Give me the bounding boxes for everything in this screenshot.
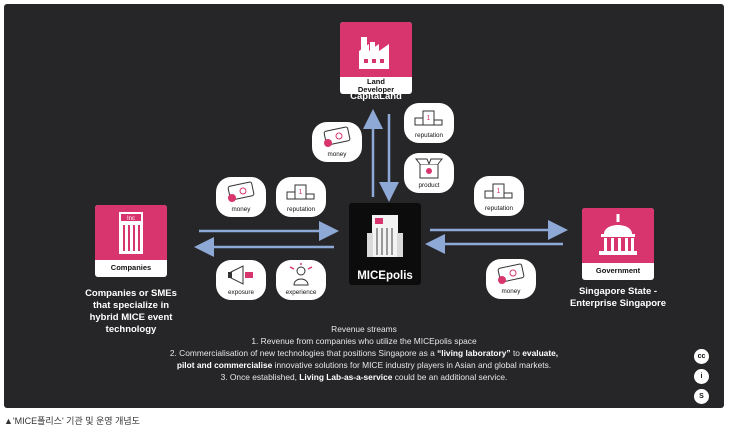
revenue-streams: Revenue streams 1. Revenue from companie… — [4, 323, 724, 383]
money-icon — [323, 126, 351, 147]
flow-top-money-label: money — [327, 151, 347, 158]
product-box-icon — [414, 158, 444, 179]
revenue-item-2b: pilot and commercialise innovative solut… — [176, 360, 552, 370]
megaphone-icon — [228, 265, 253, 285]
companies-caption-line2: that specialize in — [92, 300, 170, 311]
flow-left-money: money — [216, 177, 266, 217]
government-box: Government — [582, 208, 654, 280]
government-caption-line2: Enterprise Singapore — [569, 298, 667, 309]
revenue-item-2a: 2. Commercialisation of new technologies… — [169, 348, 559, 358]
revenue-item-1: 1. Revenue from companies who utilize th… — [251, 336, 477, 346]
companies-box: Inc Companies — [95, 205, 167, 277]
flow-top-reputation: 1 reputation — [404, 103, 454, 143]
land-developer-caption: CapitaLand — [350, 91, 402, 102]
flow-left-exposure-label: exposure — [228, 289, 254, 296]
flow-top-product: product — [404, 153, 454, 193]
flow-top-reputation-label: reputation — [414, 132, 443, 139]
flow-left-reputation: 1 reputation — [276, 177, 326, 217]
land-developer-label-line1: Land — [367, 77, 385, 86]
companies-caption-line1: Companies or SMEs — [85, 288, 177, 299]
footer-caption: ▲'MICE폴리스' 기관 및 운영 개념도 — [4, 416, 140, 426]
flow-right-money: money — [486, 259, 536, 299]
office-building-icon: Inc — [119, 212, 143, 254]
flow-top-money: money — [312, 122, 362, 162]
flow-right-reputation: 1 reputation — [474, 176, 524, 216]
diagram-slide: Land Developer CapitaLand money 1 reputa… — [4, 4, 724, 408]
companies-badge: Inc — [127, 216, 135, 222]
micepolis-box: MICEpolis — [349, 203, 421, 285]
money-icon — [227, 181, 255, 202]
government-label: Government — [595, 266, 641, 275]
attribution-icon: i — [694, 369, 709, 384]
svg-text:1: 1 — [497, 188, 501, 195]
companies-caption-line3: hybrid MICE event — [89, 312, 173, 323]
svg-text:1: 1 — [299, 189, 303, 196]
flow-arrows — [194, 109, 568, 257]
podium-icon: 1 — [286, 184, 315, 200]
podium-icon: 1 — [414, 110, 443, 126]
person-sparkle-icon — [289, 263, 313, 286]
flow-left-exposure: exposure — [216, 260, 266, 300]
land-developer-box: Land Developer — [340, 22, 412, 94]
companies-caption-line4: technology — [105, 324, 157, 335]
flow-left-money-label: money — [231, 206, 251, 213]
flow-left-experience: experience — [276, 260, 326, 300]
factory-icon — [359, 37, 389, 69]
land-developer-label-line2: Developer — [357, 85, 395, 94]
companies-caption: Companies or SMEs that specialize in hyb… — [74, 288, 188, 336]
companies-label: Companies — [110, 263, 152, 272]
flow-left-reputation-label: reputation — [286, 206, 315, 213]
share-alike-icon: S — [694, 389, 709, 404]
flow-top-product-label: product — [418, 182, 440, 189]
capitol-icon — [599, 214, 637, 255]
podium-icon: 1 — [484, 183, 513, 199]
government-caption-line1: Singapore State - — [578, 286, 658, 297]
flow-left-experience-label: experience — [285, 289, 317, 296]
cc-icon: cc — [694, 349, 709, 364]
micepolis-building-icon — [367, 215, 403, 257]
money-icon — [497, 263, 525, 284]
government-caption: Singapore State - Enterprise Singapore — [559, 286, 677, 310]
svg-text:1: 1 — [427, 115, 431, 122]
flow-right-money-label: money — [501, 288, 521, 295]
revenue-item-3: 3. Once established, Living Lab-as-a-ser… — [220, 372, 508, 382]
revenue-title: Revenue streams — [331, 324, 397, 334]
flow-right-reputation-label: reputation — [484, 205, 513, 212]
micepolis-label: MICEpolis — [357, 270, 413, 282]
